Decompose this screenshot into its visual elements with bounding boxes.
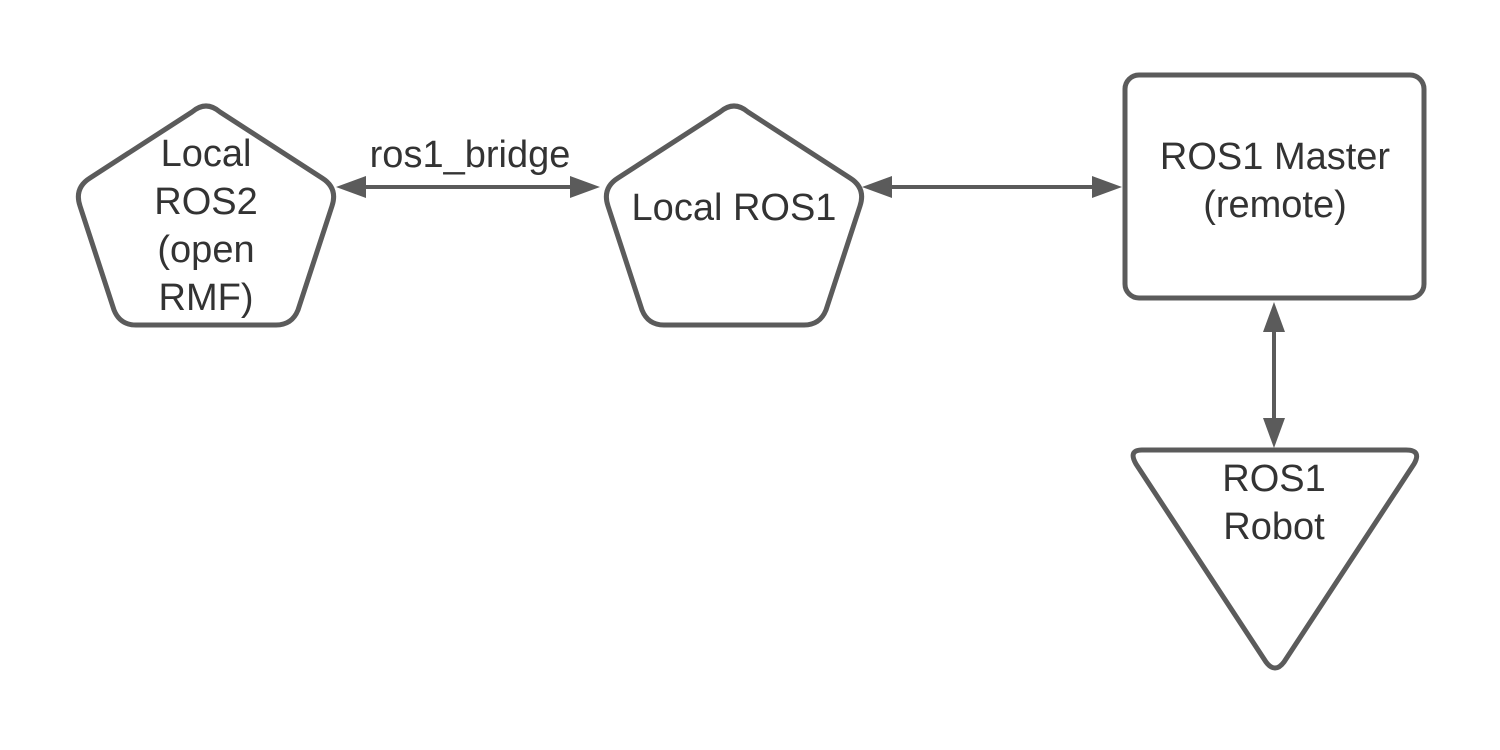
local-ros2-label-line-1: Local xyxy=(160,133,252,175)
arrowhead-down-icon xyxy=(1263,418,1285,448)
arrowhead-up-icon xyxy=(1263,302,1285,332)
edge-master-to-robot xyxy=(1263,302,1285,448)
arrowhead-left-icon xyxy=(862,176,892,198)
local-ros2-node-label: Local ROS2 (open RMF) xyxy=(106,130,306,322)
local-ros1-label-line-1: Local ROS1 xyxy=(631,187,837,229)
local-ros2-label-line-4: RMF) xyxy=(158,277,254,319)
arrowhead-left-icon xyxy=(336,176,366,198)
ros1-robot-label-line-1: ROS1 xyxy=(1222,458,1326,500)
ros1-robot-node-shape[interactable] xyxy=(1130,447,1420,671)
ros1-robot-label-line-2: Robot xyxy=(1223,506,1325,548)
ros1-master-node-shape[interactable] xyxy=(1122,72,1427,301)
local-ros2-label-line-3: (open xyxy=(157,229,255,271)
ros1-bridge-label-text: ros1_bridge xyxy=(369,134,571,176)
arrowhead-right-icon xyxy=(1092,176,1122,198)
ros1-master-node-label: ROS1 Master (remote) xyxy=(1125,133,1425,229)
local-ros1-node-label: Local ROS1 xyxy=(604,184,864,232)
local-ros2-label-line-2: ROS2 xyxy=(154,181,258,223)
ros1-master-label-line-2: (remote) xyxy=(1203,184,1347,226)
local-ros2-node-shape[interactable] xyxy=(75,103,337,328)
edge-ros1-to-master xyxy=(862,176,1122,198)
local-ros1-node-shape[interactable] xyxy=(603,103,865,328)
ros1-master-label-line-1: ROS1 Master xyxy=(1159,136,1391,178)
arrowhead-right-icon xyxy=(570,176,600,198)
ros1-robot-node-label: ROS1 Robot xyxy=(1174,455,1374,551)
ros1-bridge-edge-label: ros1_bridge xyxy=(340,131,600,179)
edge-ros1-bridge xyxy=(336,176,600,198)
